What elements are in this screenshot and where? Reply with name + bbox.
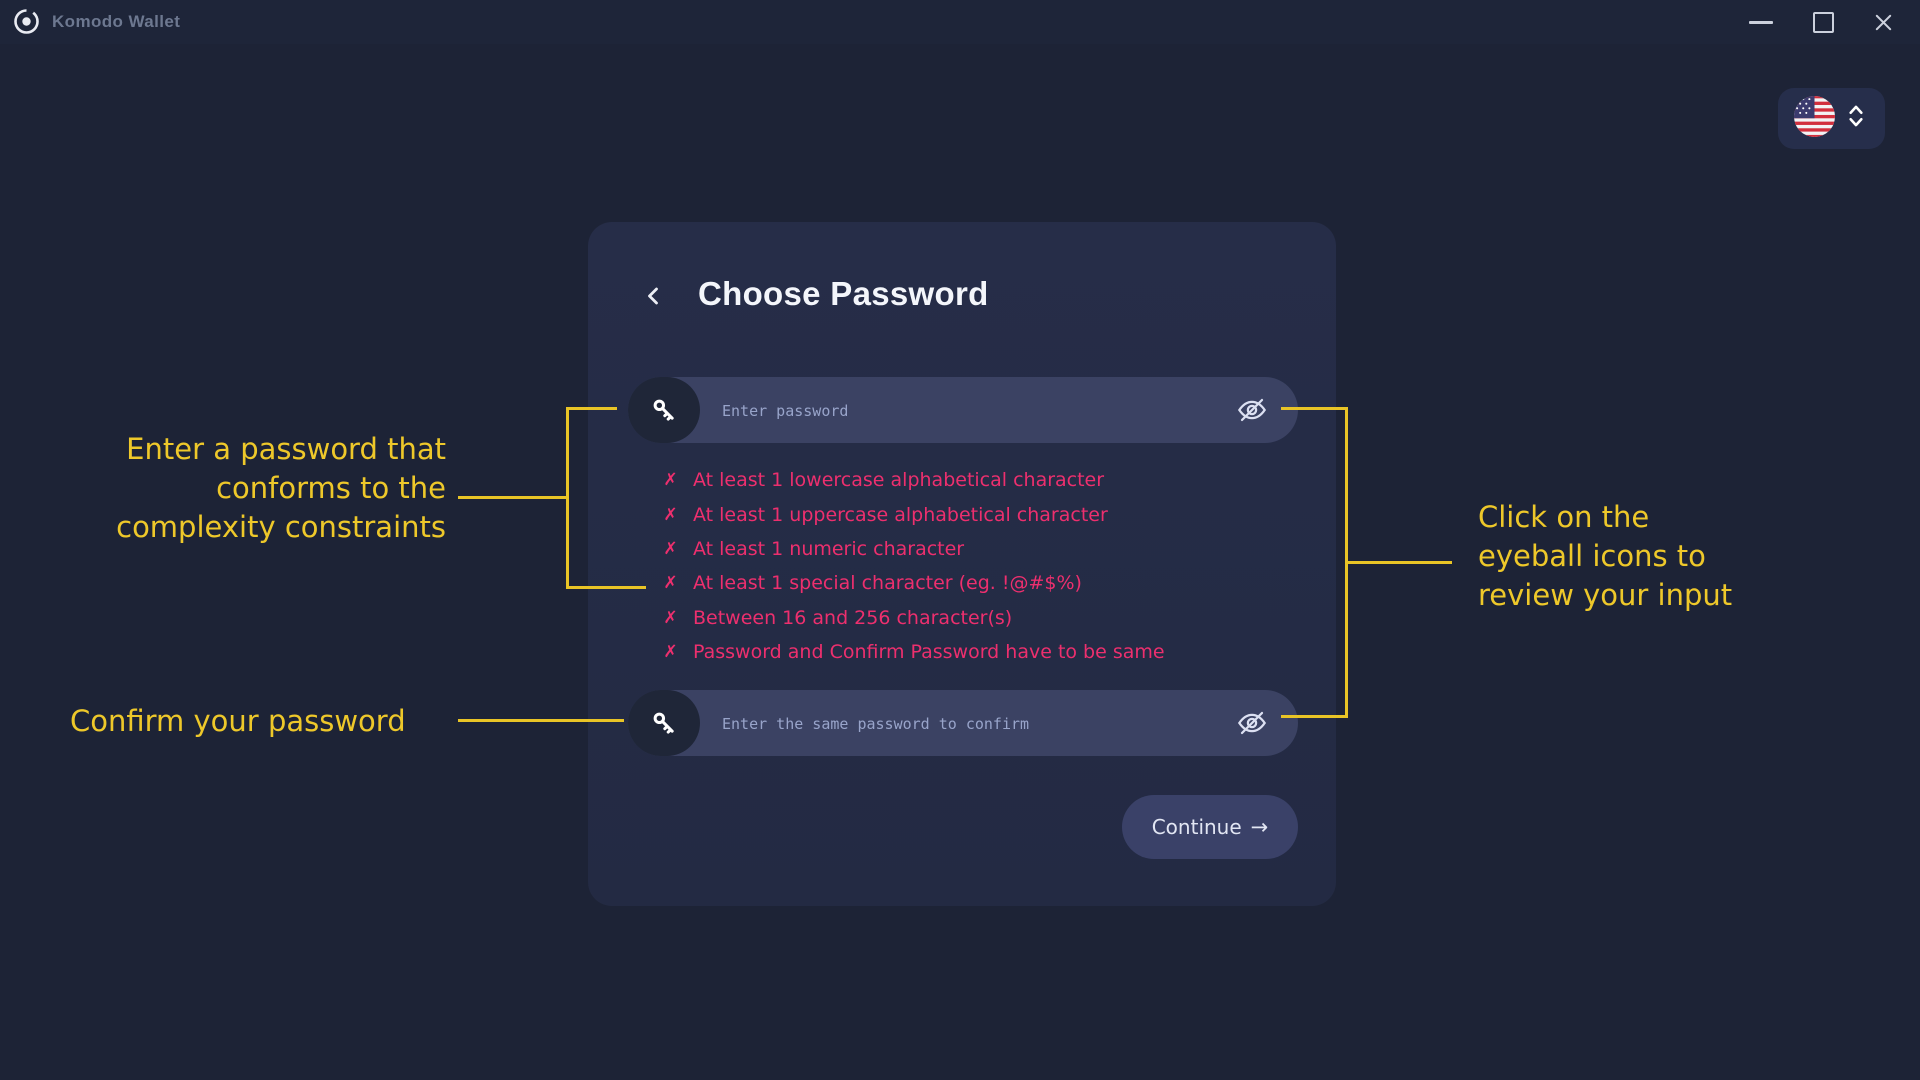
connector-line (566, 586, 646, 589)
x-mark-icon: ✗ (663, 607, 678, 628)
connector-line (566, 407, 617, 410)
requirement-match: ✗ Password and Confirm Password have to … (654, 635, 1165, 669)
annotation-eyeball-note: Click on the eyeball icons to review you… (1478, 498, 1732, 615)
x-mark-icon: ✗ (663, 470, 678, 491)
close-button[interactable] (1860, 0, 1906, 44)
key-icon (628, 377, 700, 443)
annotation-line: eyeball icons to (1478, 539, 1706, 573)
x-mark-icon: ✗ (663, 538, 678, 559)
confirm-password-field (628, 690, 1298, 758)
connector-line (1281, 407, 1348, 410)
requirement-uppercase: ✗ At least 1 uppercase alphabetical char… (654, 497, 1165, 531)
language-selector[interactable] (1778, 88, 1885, 149)
password-visibility-toggle[interactable] (1228, 388, 1276, 432)
connector-line (458, 496, 569, 499)
close-icon (1875, 14, 1891, 30)
continue-label: Continue (1151, 815, 1242, 839)
continue-button[interactable]: Continue → (1122, 795, 1298, 859)
window-title: Komodo Wallet (52, 12, 181, 31)
page-title: Choose Password (698, 275, 989, 312)
eye-off-icon (1237, 711, 1267, 735)
requirement-length: ✗ Between 16 and 256 character(s) (654, 601, 1165, 635)
key-icon (628, 690, 700, 756)
annotation-line: review your input (1478, 578, 1733, 612)
annotation-confirm-note: Confirm your password (70, 704, 406, 738)
arrow-right-icon: → (1250, 815, 1269, 839)
connector-line (1281, 715, 1348, 718)
requirement-lowercase: ✗ At least 1 lowercase alphabetical char… (654, 463, 1165, 497)
us-flag-icon (1793, 95, 1836, 143)
x-mark-icon: ✗ (663, 642, 678, 663)
annotation-line: conforms to the (216, 471, 446, 505)
maximize-button[interactable] (1800, 0, 1846, 44)
annotation-password-note: Enter a password that conforms to the co… (116, 430, 446, 547)
maximize-icon (1812, 11, 1834, 33)
chevron-left-icon (648, 287, 658, 305)
requirement-text: At least 1 uppercase alphabetical charac… (693, 503, 1108, 526)
minimize-icon (1749, 20, 1773, 24)
connector-line (1345, 561, 1452, 564)
connector-line (458, 719, 624, 722)
x-mark-icon: ✗ (663, 573, 678, 594)
requirement-text: At least 1 lowercase alphabetical charac… (693, 469, 1105, 492)
requirement-text: Between 16 and 256 character(s) (693, 606, 1013, 629)
password-field (628, 377, 1298, 445)
requirement-numeric: ✗ At least 1 numeric character (654, 532, 1165, 566)
titlebar[interactable]: Komodo Wallet (0, 0, 1920, 44)
eye-off-icon (1237, 398, 1267, 422)
back-button[interactable] (636, 278, 672, 314)
requirement-text: At least 1 numeric character (693, 537, 965, 560)
requirement-text: At least 1 special character (eg. !@#$%) (693, 572, 1082, 595)
chevron-up-down-icon (1845, 101, 1867, 136)
password-setup-card: Choose Password ✗ At lea (588, 222, 1336, 906)
annotation-line: complexity constraints (116, 510, 446, 544)
x-mark-icon: ✗ (663, 504, 678, 525)
komodo-logo-icon (13, 8, 40, 35)
annotation-line: Click on the (1478, 500, 1650, 534)
confirm-visibility-toggle[interactable] (1228, 701, 1276, 745)
password-input[interactable] (720, 377, 1194, 445)
password-requirements-list: ✗ At least 1 lowercase alphabetical char… (654, 463, 1165, 669)
minimize-button[interactable] (1738, 0, 1784, 44)
annotation-line: Enter a password that (126, 432, 446, 466)
requirement-text: Password and Confirm Password have to be… (693, 641, 1165, 664)
requirement-special: ✗ At least 1 special character (eg. !@#$… (654, 566, 1165, 600)
confirm-password-input[interactable] (720, 690, 1194, 758)
